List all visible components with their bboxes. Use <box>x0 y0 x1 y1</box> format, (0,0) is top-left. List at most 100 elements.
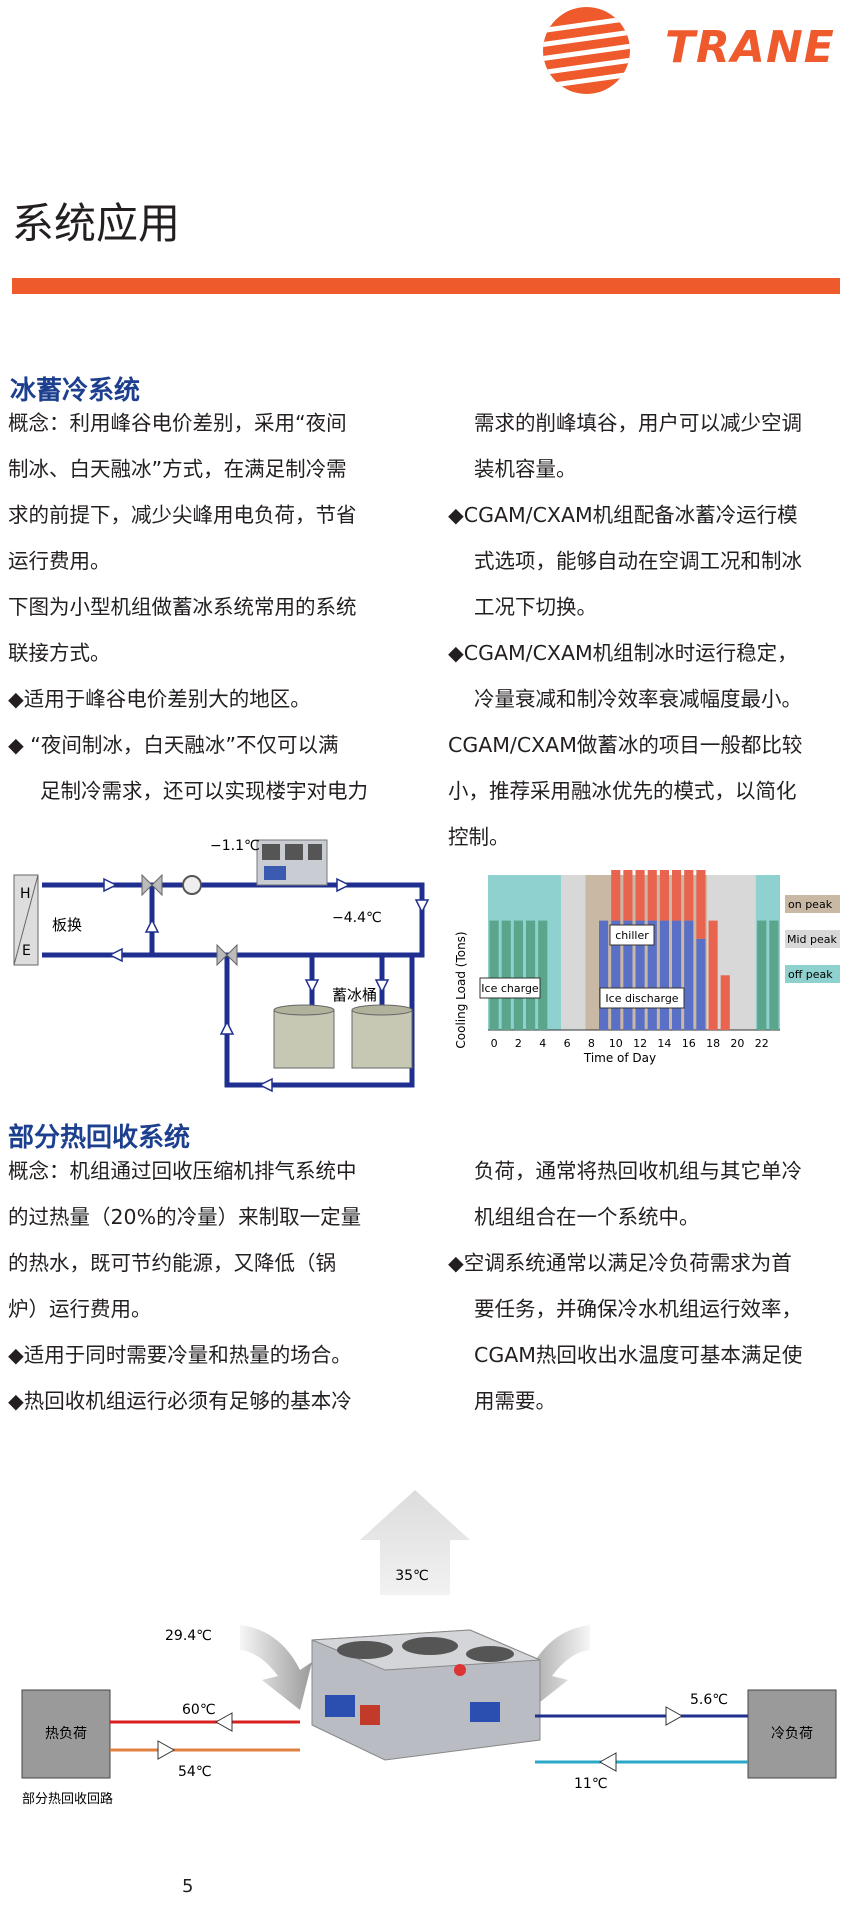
section2-left-column: 概念：机组通过回收压缩机排气系统中 的过热量（20%的冷量）来制取一定量 的热水… <box>8 1148 361 1424</box>
bullet-line: CGAM热回收出水温度可基本满足使 <box>474 1343 803 1367</box>
chart-bar <box>672 920 682 1030</box>
paragraph-line: 控制。 <box>448 825 510 849</box>
annotation-box-ice-charge <box>479 977 541 999</box>
chart-x-tick: 4 <box>539 1037 546 1050</box>
bullet-line: 要任务，并确保冷水机组运行效率， <box>474 1297 802 1321</box>
chart-bar <box>611 920 621 1030</box>
paragraph-line: 概念：机组通过回收压缩机排气系统中 <box>8 1159 357 1183</box>
annotation-chiller: chiller <box>615 929 649 942</box>
arrow-cold-out <box>665 1706 684 1726</box>
legend-swatch-mid-peak <box>785 930 840 948</box>
bullet-line: 足制冷需求，还可以实现楼宇对电力 <box>40 779 368 803</box>
page-title: 系统应用 <box>12 199 181 248</box>
page-number: 5 <box>182 1876 194 1897</box>
chart-bar <box>696 870 706 939</box>
inlet-temp: 29.4℃ <box>165 1628 212 1644</box>
paragraph-line: 联接方式。 <box>8 641 111 665</box>
bullet-line: 冷量衰减和制冷效率衰减幅度最小。 <box>474 687 802 711</box>
chart-bar <box>684 920 694 1030</box>
exhaust-temp: 35℃ <box>395 1568 429 1584</box>
hx-label: 板换 <box>52 916 82 934</box>
annotation-ice-discharge: Ice discharge <box>605 992 678 1005</box>
chart-bar <box>623 920 633 1030</box>
band-off-peak <box>488 875 561 1030</box>
hot-in-temp: 54℃ <box>178 1764 212 1780</box>
exhaust-arrow <box>360 1490 470 1595</box>
section-title-ice-storage: 冰蓄冷系统 <box>10 376 141 406</box>
chart-x-tick: 18 <box>706 1037 720 1050</box>
hx-h-label: H <box>20 886 31 902</box>
paragraph-line: 的过热量（20%的冷量）来制取一定量 <box>8 1205 362 1229</box>
chart-bar <box>526 920 536 1030</box>
chart-x-tick: 2 <box>515 1037 522 1050</box>
chart-x-tick: 6 <box>564 1037 571 1050</box>
paragraph-line: 炉）运行费用。 <box>8 1297 152 1321</box>
title-divider <box>12 278 840 294</box>
chart-x-tick: 0 <box>491 1037 498 1050</box>
chart-bar <box>757 920 767 1030</box>
bullet-line: 机组组合在一个系统中。 <box>474 1205 700 1229</box>
heat-recovery-diagram: 35℃ 29.4℃ 热负荷 部分热回收回路 冷负荷 60℃ 54℃ 5.6℃ 1… <box>21 1490 837 1807</box>
chart-bar <box>659 920 669 1030</box>
bullet-line: ◆空调系统通常以满足冷负荷需求为首 <box>448 1251 792 1275</box>
bullet-line: 式选项，能够自动在空调工况和制冰 <box>474 549 802 573</box>
chart-bar <box>599 920 609 1030</box>
loop-label: 部分热回收回路 <box>22 1791 113 1807</box>
cool-load-box <box>747 1689 837 1779</box>
bullet-line: ◆CGAM/CXAM机组制冰时运行稳定， <box>448 641 798 665</box>
bullet-line: ◆CGAM/CXAM机组配备冰蓄冷运行模 <box>448 503 798 527</box>
annotation-box-ice-discharge <box>599 987 685 1009</box>
tank-label: 蓄冰桶 <box>332 986 377 1004</box>
chart-x-tick: 8 <box>588 1037 595 1050</box>
paragraph-line: 概念：利用峰谷电价差别，采用“夜间 <box>8 411 347 435</box>
brand-logo-text: TRANE <box>665 22 835 73</box>
chart-bar <box>489 920 499 1030</box>
chart-bar <box>684 870 694 921</box>
paragraph-line: 下图为小型机组做蓄冰系统常用的系统 <box>8 595 357 619</box>
chart-bar <box>611 870 621 921</box>
chart-bar <box>769 920 779 1030</box>
cool-load-label: 冷负荷 <box>771 1726 813 1742</box>
legend-swatch-on-peak <box>785 895 840 913</box>
chart-x-tick: 12 <box>633 1037 647 1050</box>
chiller-unit-image <box>311 1629 541 1761</box>
heat-load-label: 热负荷 <box>45 1726 87 1742</box>
chart-x-tick: 14 <box>657 1037 671 1050</box>
chart-bar <box>647 920 657 1030</box>
inlet-arrow-left <box>240 1625 312 1710</box>
band-mid-peak <box>561 875 586 1030</box>
arrow-cold-in <box>598 1752 617 1772</box>
chart-ylabel: Cooling Load (Tons) <box>454 931 468 1048</box>
chart-bar <box>696 938 706 1030</box>
hx-e-label: E <box>22 943 31 959</box>
chart-bar <box>513 920 523 1030</box>
chart-bar <box>659 870 669 921</box>
chart-x-tick: 16 <box>682 1037 696 1050</box>
chart-x-tick: 10 <box>609 1037 623 1050</box>
chart-bar <box>708 920 718 1030</box>
arrow-hot-out <box>214 1712 233 1732</box>
temp-top-label: −1.1℃ <box>210 838 260 854</box>
legend-swatch-off-peak <box>785 965 840 983</box>
heat-load-box <box>21 1689 111 1779</box>
chart-x-tick: 22 <box>755 1037 769 1050</box>
paragraph-line: CGAM/CXAM做蓄冰的项目一般都比较 <box>448 733 803 757</box>
bullet-line: ◆热回收机组运行必须有足够的基本冷 <box>8 1389 352 1413</box>
chart-bar <box>623 870 633 921</box>
cold-out-temp: 5.6℃ <box>690 1692 728 1708</box>
bullet-line: 需求的削峰填谷，用户可以减少空调 <box>474 411 802 435</box>
section2-right-column: 负荷，通常将热回收机组与其它单冷 机组组合在一个系统中。 ◆空调系统通常以满足冷… <box>448 1148 802 1424</box>
chart-bar <box>538 920 548 1030</box>
section1-right-column: 需求的削峰填谷，用户可以减少空调 装机容量。 ◆CGAM/CXAM机组配备冰蓄冷… <box>448 400 802 860</box>
bullet-line: 用需要。 <box>474 1389 556 1413</box>
chart-bar <box>647 870 657 921</box>
temp-right-label: −4.4℃ <box>332 910 382 926</box>
bullet-line: 工况下切换。 <box>474 595 597 619</box>
annotation-box-chiller <box>609 924 655 946</box>
chart-bar <box>635 870 645 921</box>
bullet-line: 装机容量。 <box>474 457 577 481</box>
bullet-line: ◆适用于同时需要冷量和热量的场合。 <box>8 1343 352 1367</box>
arrow-hot-in <box>157 1740 176 1760</box>
trane-logo-circle <box>543 7 630 94</box>
paragraph-line: 求的前提下，减少尖峰用电负荷，节省 <box>8 503 357 527</box>
